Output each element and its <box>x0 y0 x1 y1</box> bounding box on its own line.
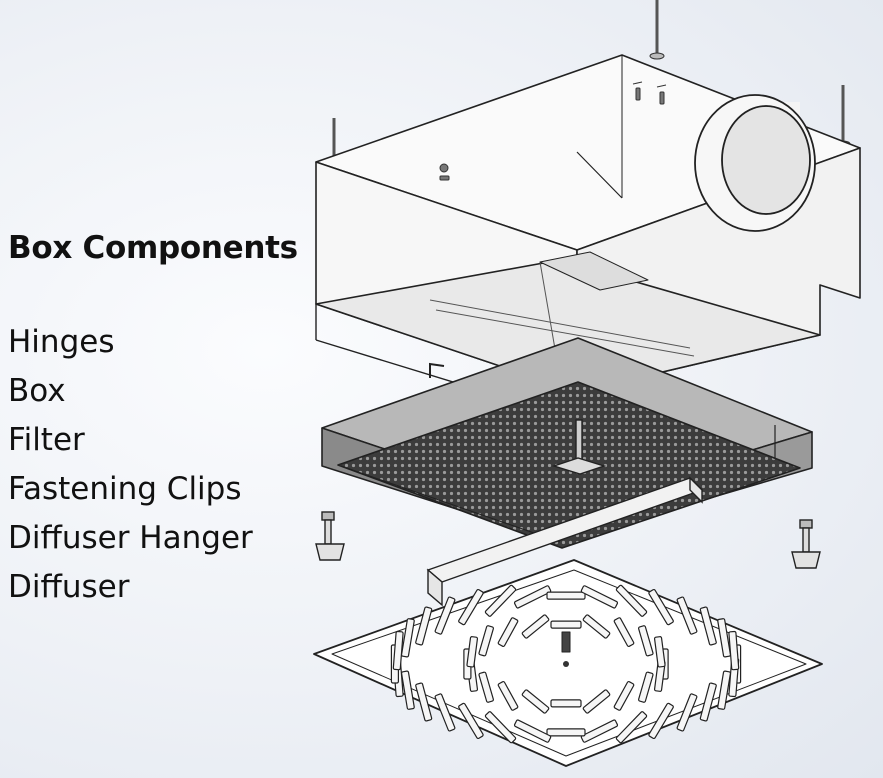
diffuser-slot <box>466 636 479 668</box>
filter <box>321 337 813 549</box>
diffuser-slot <box>546 728 586 737</box>
diffuser-slot <box>458 588 484 626</box>
diffuser-slot <box>648 702 674 740</box>
diffuser-slot <box>478 625 494 657</box>
component-item-diffuser: Diffuser <box>8 569 130 605</box>
diffuser-slot <box>615 711 648 744</box>
diffuser-slot <box>728 630 740 671</box>
diffuser-slot <box>582 689 611 714</box>
diffuser-slot <box>648 588 674 626</box>
diffuser-slot <box>415 606 433 646</box>
diffuser-slot <box>521 689 550 714</box>
duct-collar <box>694 94 816 232</box>
diffuser-slot <box>400 670 415 710</box>
diffuser-slot <box>546 591 586 600</box>
diffuser-slot <box>400 618 415 658</box>
legend-title: Box Components <box>8 230 298 266</box>
diffuser-slot <box>613 617 635 647</box>
component-item-hinges: Hinges <box>8 324 115 360</box>
diffuser-slot <box>550 699 582 708</box>
diffuser-slot <box>676 693 698 732</box>
diffuser-slot <box>513 585 552 609</box>
diffuser-slot <box>582 614 611 639</box>
component-item-diffuser-hanger: Diffuser Hanger <box>8 520 253 556</box>
diffuser-slot <box>434 693 456 732</box>
diffuser-slot <box>497 681 519 711</box>
diffuser-slot <box>497 617 519 647</box>
diffuser-slot <box>484 584 517 617</box>
diffuser-slot <box>638 671 654 703</box>
diffuser-slot <box>717 618 732 658</box>
diffuser-slot <box>615 584 648 617</box>
diffuser-slot <box>676 596 698 635</box>
diffuser-slot <box>434 596 456 635</box>
diffuser-slot <box>521 614 550 639</box>
hinge-parts <box>429 81 667 378</box>
diffuser-slot <box>458 702 484 740</box>
hanger-rods <box>332 0 845 160</box>
diffuser-panel <box>313 559 823 767</box>
fastening-clips <box>315 511 821 569</box>
diffuser-slot <box>699 606 717 646</box>
diffuser-slot <box>580 719 619 743</box>
diffuser-slot <box>653 636 666 668</box>
diffuser-hanger <box>426 419 704 607</box>
diffuser-slot <box>415 682 433 722</box>
diffuser-slot <box>638 625 654 657</box>
diffuser-slot <box>717 670 732 710</box>
component-legend: Box Components Hinges Box Filter Fasteni… <box>8 226 308 612</box>
diffuser-slot <box>699 682 717 722</box>
diffuser-slot <box>613 681 635 711</box>
component-item-filter: Filter <box>8 422 85 458</box>
component-item-box: Box <box>8 373 66 409</box>
diffuser-slot <box>580 585 619 609</box>
diffuser-slot <box>484 711 517 744</box>
component-list: Hinges Box Filter Fastening Clips Diffus… <box>8 318 308 612</box>
diffuser-slot <box>513 719 552 743</box>
diffuser-slot <box>550 620 582 629</box>
component-item-fastening-clips: Fastening Clips <box>8 471 242 507</box>
diffuser-slot <box>478 671 494 703</box>
